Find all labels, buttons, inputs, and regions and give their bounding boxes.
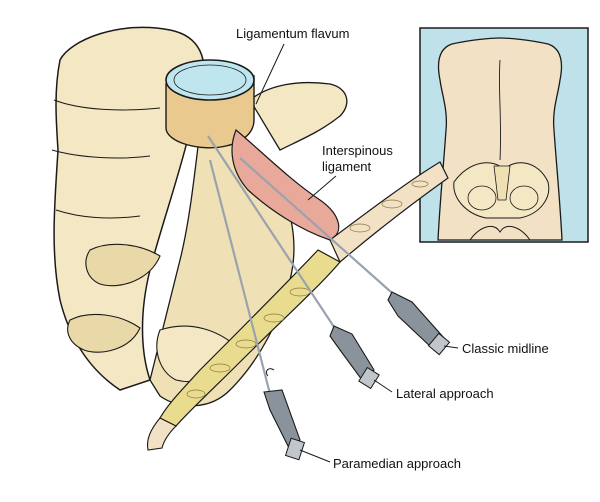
spinous-process-upper (249, 81, 348, 151)
label-paramedian-approach: Paramedian approach (333, 456, 461, 471)
disc-cylinder (165, 59, 255, 149)
label-classic-midline: Classic midline (462, 341, 549, 356)
skin-and-fat-layers (146, 161, 449, 451)
sacrum-shape (493, 165, 511, 201)
label-lateral-approach: Lateral approach (396, 386, 494, 401)
leader-classic-midline (443, 345, 459, 349)
label-ligamentum-flavum: Ligamentum flavum (236, 26, 350, 41)
paramedian-approach-needle (208, 159, 306, 461)
leader-lines (255, 43, 459, 463)
label-interspinous-line2: ligament (322, 159, 372, 174)
leader-ligamentum-flavum (255, 43, 285, 105)
disc-top (165, 59, 255, 101)
classic-midline-needle (239, 157, 451, 356)
spine-line (498, 59, 502, 161)
leader-interspinous (307, 175, 337, 201)
label-interspinous-ligament: Interspinous ligament (322, 143, 393, 175)
label-interspinous-line1: Interspinous (322, 143, 393, 158)
leader-paramedian (299, 449, 331, 463)
leader-lateral (373, 379, 393, 393)
back-view-inset (419, 27, 589, 243)
lateral-approach-needle (207, 135, 380, 390)
